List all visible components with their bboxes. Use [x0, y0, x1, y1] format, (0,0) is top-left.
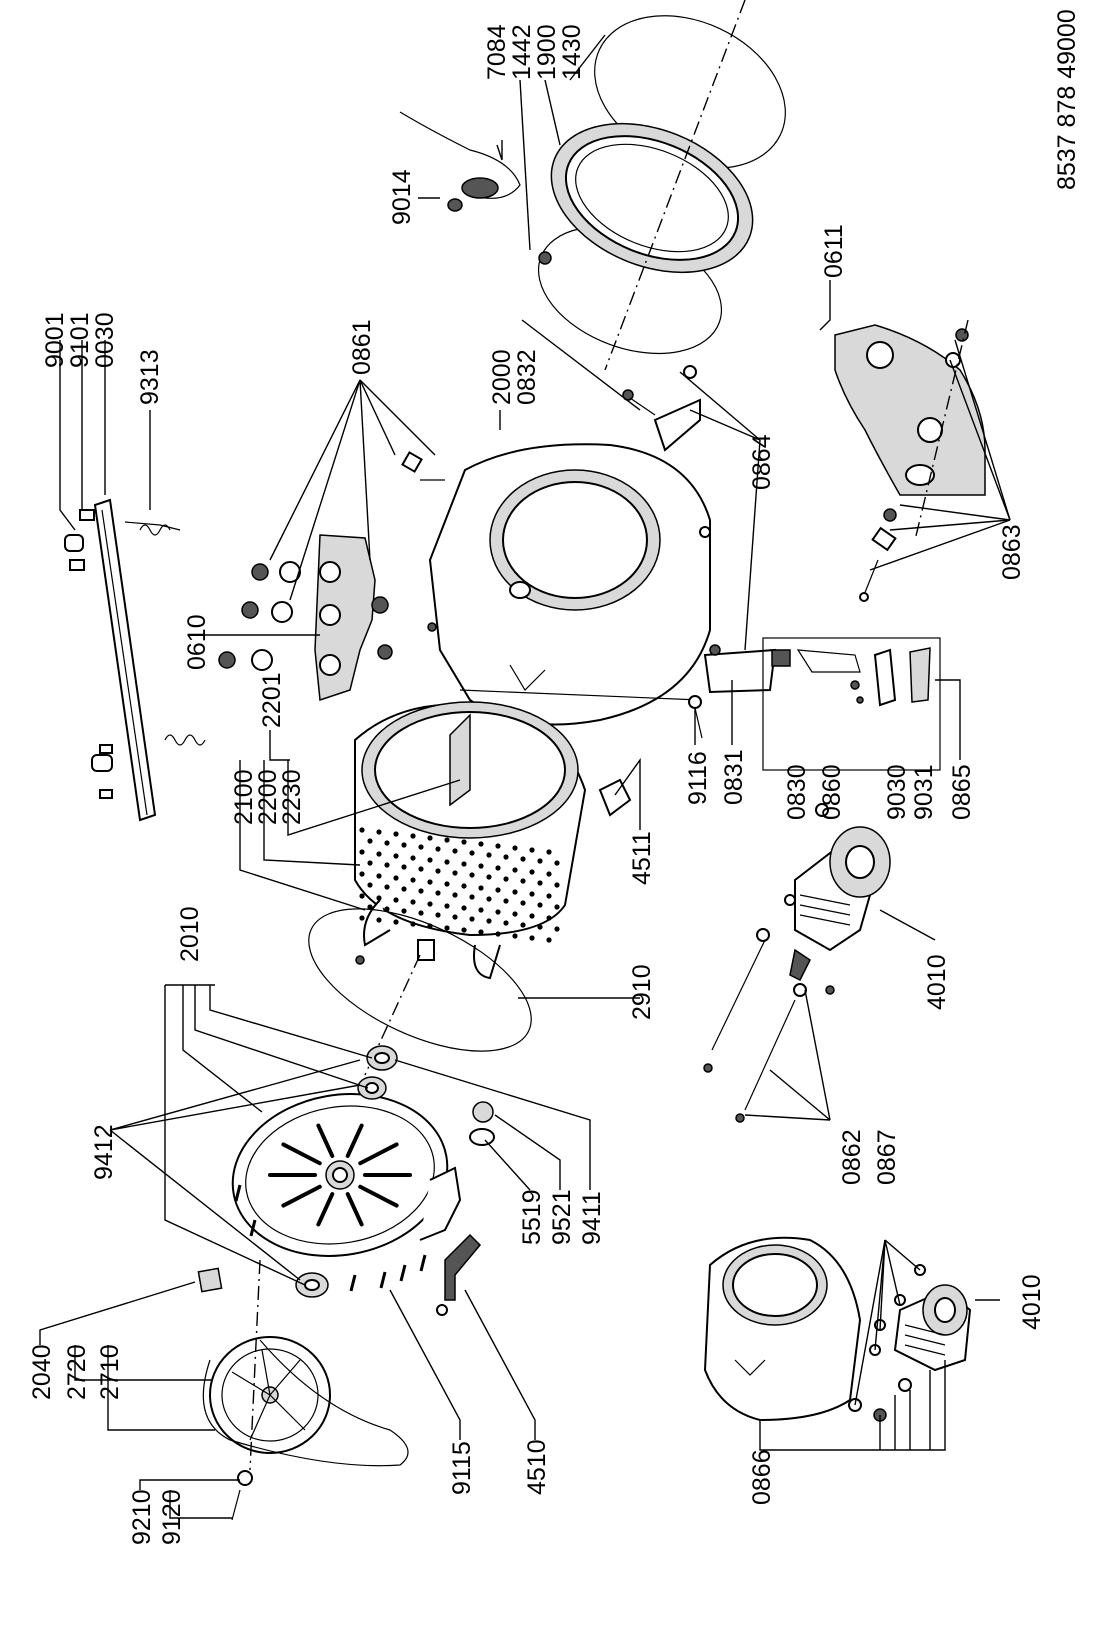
label-4511: 4511: [628, 831, 656, 885]
label-2710: 2710: [96, 1344, 124, 1400]
bearings: [295, 1045, 495, 1298]
label-2230: 2230: [278, 769, 306, 825]
screws-9115: [234, 1184, 427, 1292]
drum-2100: [354, 701, 587, 980]
label-9031: 9031: [910, 764, 938, 820]
label-9412: 9412: [90, 1124, 118, 1180]
document-number: 8537 878 49000: [1053, 9, 1081, 190]
label-7084: 7084: [483, 24, 511, 80]
label-2000: 2000: [488, 349, 516, 405]
tub-0866: [703, 1236, 862, 1422]
label-2201: 2201: [258, 672, 286, 728]
motor-4010-bottom: [848, 1264, 972, 1422]
label-0831: 0831: [720, 749, 748, 805]
label-0867: 0867: [873, 1129, 901, 1185]
label-0861: 0861: [348, 319, 376, 375]
motor-4010: [703, 803, 891, 1123]
label-1430: 1430: [558, 24, 586, 80]
label-2100: 2100: [230, 769, 258, 825]
label-5519: 5519: [518, 1189, 546, 1245]
bracket-0831: [688, 644, 777, 739]
bracket-0832: [622, 365, 701, 452]
label-1900: 1900: [533, 24, 561, 80]
label-9411: 9411: [578, 1191, 606, 1245]
label-9210: 9210: [128, 1489, 156, 1545]
label-0866: 0866: [748, 1449, 776, 1505]
label-9101: 9101: [66, 312, 94, 368]
label-4010-b: 4010: [1018, 1274, 1046, 1330]
label-4510: 4510: [523, 1439, 551, 1495]
label-2010: 2010: [176, 906, 204, 962]
belt-2710: [202, 1339, 409, 1467]
label-0611: 0611: [820, 224, 848, 278]
baffle-4511: [598, 778, 632, 817]
label-0030: 0030: [91, 312, 119, 368]
label-9116: 9116: [684, 751, 712, 805]
label-2200: 2200: [254, 769, 282, 825]
label-0864: 0864: [748, 434, 776, 490]
label-9120: 9120: [158, 1489, 186, 1545]
leader-lines: [39, 34, 1011, 1519]
label-1442: 1442: [508, 24, 536, 80]
label-9001: 9001: [41, 312, 69, 368]
tub-front-2000: [427, 443, 711, 726]
label-0862: 0862: [838, 1129, 866, 1185]
drum-perforation: [359, 827, 560, 943]
label-9014: 9014: [388, 169, 416, 225]
rail-0030: [64, 498, 206, 822]
label-9521: 9521: [548, 1189, 576, 1245]
label-0865: 0865: [948, 764, 976, 820]
heater-4510: [436, 1233, 482, 1316]
counterweight-0610: [218, 451, 445, 702]
label-0863: 0863: [998, 524, 1026, 580]
label-4010-a: 4010: [923, 954, 951, 1010]
counterweight-0611: [834, 319, 986, 602]
label-2040: 2040: [28, 1344, 56, 1400]
label-0860: 0860: [818, 764, 846, 820]
label-2720: 2720: [63, 1344, 91, 1400]
small-parts-box: [762, 637, 941, 771]
label-2910: 2910: [628, 964, 656, 1020]
pulley-2720: [197, 1259, 331, 1521]
label-9115: 9115: [448, 1441, 476, 1495]
label-9030: 9030: [883, 764, 911, 820]
door-seal-assembly: [399, 0, 786, 371]
rear-tub-fins: [268, 1123, 412, 1227]
part-labels: 7084 1442 1900 1430 9014 9001 9101 0030 …: [28, 24, 1046, 1545]
label-0610: 0610: [183, 614, 211, 670]
label-9313: 9313: [136, 349, 164, 405]
label-0830: 0830: [783, 764, 811, 820]
label-0832: 0832: [513, 349, 541, 405]
rear-tub-2010: [231, 1093, 462, 1257]
